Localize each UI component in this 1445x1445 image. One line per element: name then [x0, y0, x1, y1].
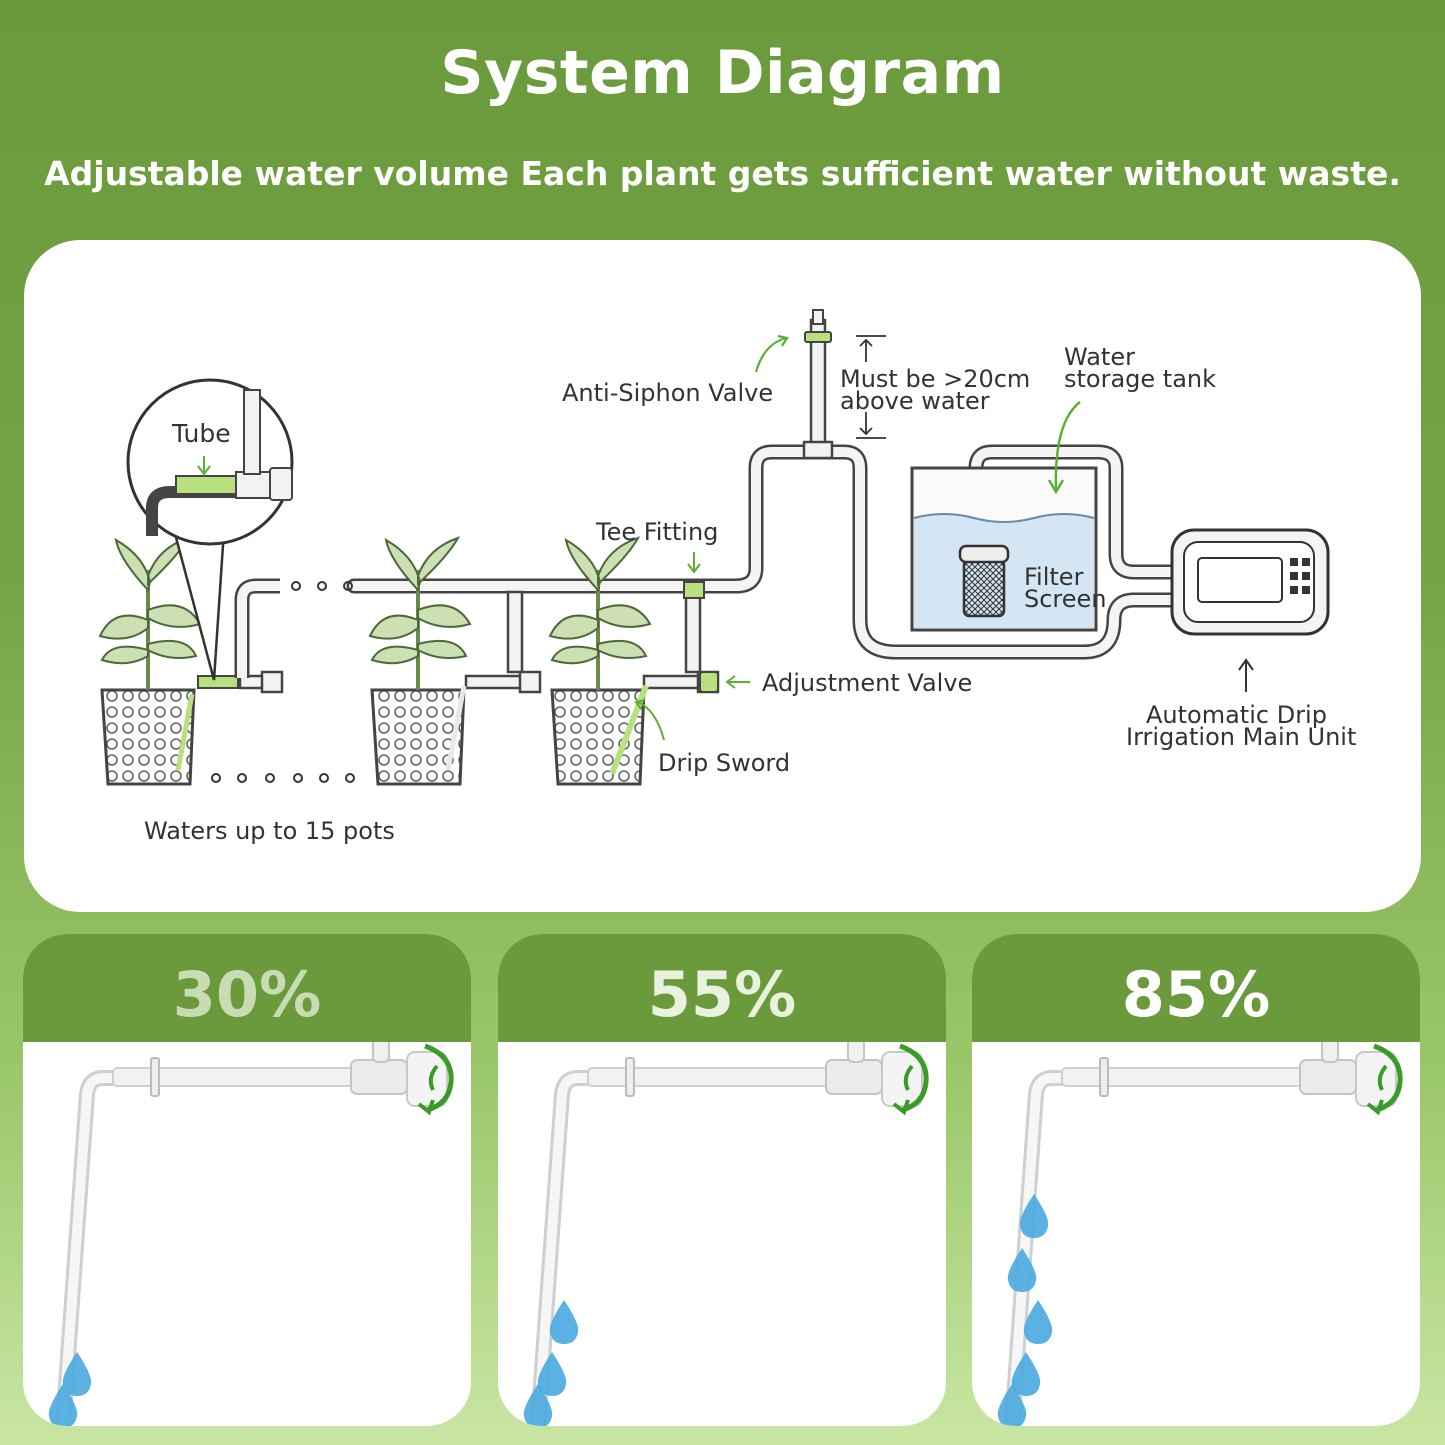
drip-sword-arrow: [634, 699, 665, 741]
water-tank-label-line-1: Water: [1064, 343, 1135, 371]
tee-fitting-label: Tee Fitting: [596, 518, 719, 546]
system-diagram-card: Tube Anti-Siphon Valve Must be >20cm abo…: [24, 240, 1421, 912]
main-unit-label-line-2: Irrigation Main Unit: [1126, 723, 1357, 751]
water-drop-icon: [1011, 1352, 1041, 1396]
pot-1-tube: [234, 578, 280, 678]
branch-tees: [238, 590, 720, 694]
flow-panel-header: 85%: [972, 934, 1420, 1042]
water-drop-icon: [48, 1384, 78, 1426]
system-diagram: [98, 309, 1330, 786]
continuation-dots: [211, 581, 355, 783]
water-drop-icon: [1023, 1300, 1053, 1344]
pots-note-label: Waters up to 15 pots: [144, 817, 395, 845]
tube-label: Tube: [172, 419, 231, 448]
flow-panel-header: 55%: [498, 934, 946, 1042]
page-subtitle: Adjustable water volume Each plant gets …: [44, 154, 1401, 193]
dripper-illustration: [48, 1042, 454, 1426]
water-tank-label-line-2: storage tank: [1064, 365, 1217, 393]
filter-screen-label-line-2: Screen: [1024, 585, 1107, 613]
dripper-body: [530, 1042, 923, 1426]
height-dimension: [856, 335, 886, 439]
dripper-illustration: [997, 1042, 1403, 1426]
main-unit-arrow: [1238, 658, 1254, 692]
anti-siphon-arrow: [754, 334, 789, 373]
plant-pot-3: [548, 536, 652, 786]
water-drop-icon: [62, 1352, 92, 1396]
rotate-arrow-icon: [417, 1043, 454, 1116]
water-drop-icon: [1007, 1248, 1037, 1292]
rotate-arrow-icon: [1366, 1043, 1403, 1116]
tee-fitting-arrow: [687, 552, 701, 574]
plant-pot-2: [368, 536, 472, 786]
flow-percent-label: 55%: [647, 958, 797, 1031]
anti-siphon-valve-label: Anti-Siphon Valve: [562, 379, 774, 407]
tube-connector: [197, 675, 239, 689]
tank-arrow: [1047, 401, 1081, 495]
flow-panel-2: 55%: [498, 934, 946, 1426]
adjustment-valve-cap: [699, 671, 719, 693]
main-unit-label-line-1: Automatic Drip: [1146, 701, 1327, 729]
page-title: System Diagram: [440, 38, 1005, 108]
height-note-line-1: Must be >20cm: [840, 365, 1031, 393]
flow-panel-3: 85%: [972, 934, 1420, 1426]
tee-fitting: [683, 581, 705, 599]
height-note-line-2: above water: [840, 387, 990, 415]
filter-screen-label-line-1: Filter: [1024, 563, 1084, 591]
drip-sword-label: Drip Sword: [658, 749, 791, 777]
flow-percent-label: 30%: [172, 958, 322, 1031]
rotate-arrow-icon: [892, 1043, 929, 1116]
dripper-body: [55, 1042, 448, 1426]
adjustment-valve-arrow: [725, 675, 750, 689]
flow-panel-1: 30%: [23, 934, 471, 1426]
water-drop-icon: [537, 1352, 567, 1396]
flow-panel-header: 30%: [23, 934, 471, 1042]
main-unit: [1170, 528, 1330, 636]
water-drop-icon: [997, 1384, 1027, 1426]
tube-zoom-callout: [126, 378, 294, 681]
supply-pipe: [346, 444, 1184, 660]
dripper-body: [1004, 1042, 1397, 1426]
water-drop-icon: [549, 1300, 579, 1344]
anti-siphon-valve: [802, 309, 834, 460]
dripper-illustration: [523, 1042, 929, 1426]
water-drop-icon: [1019, 1194, 1049, 1238]
filter-screen: [958, 544, 1010, 618]
flow-percent-label: 85%: [1121, 958, 1271, 1031]
water-drop-icon: [523, 1384, 553, 1426]
adjustment-valve-label: Adjustment Valve: [762, 669, 973, 697]
